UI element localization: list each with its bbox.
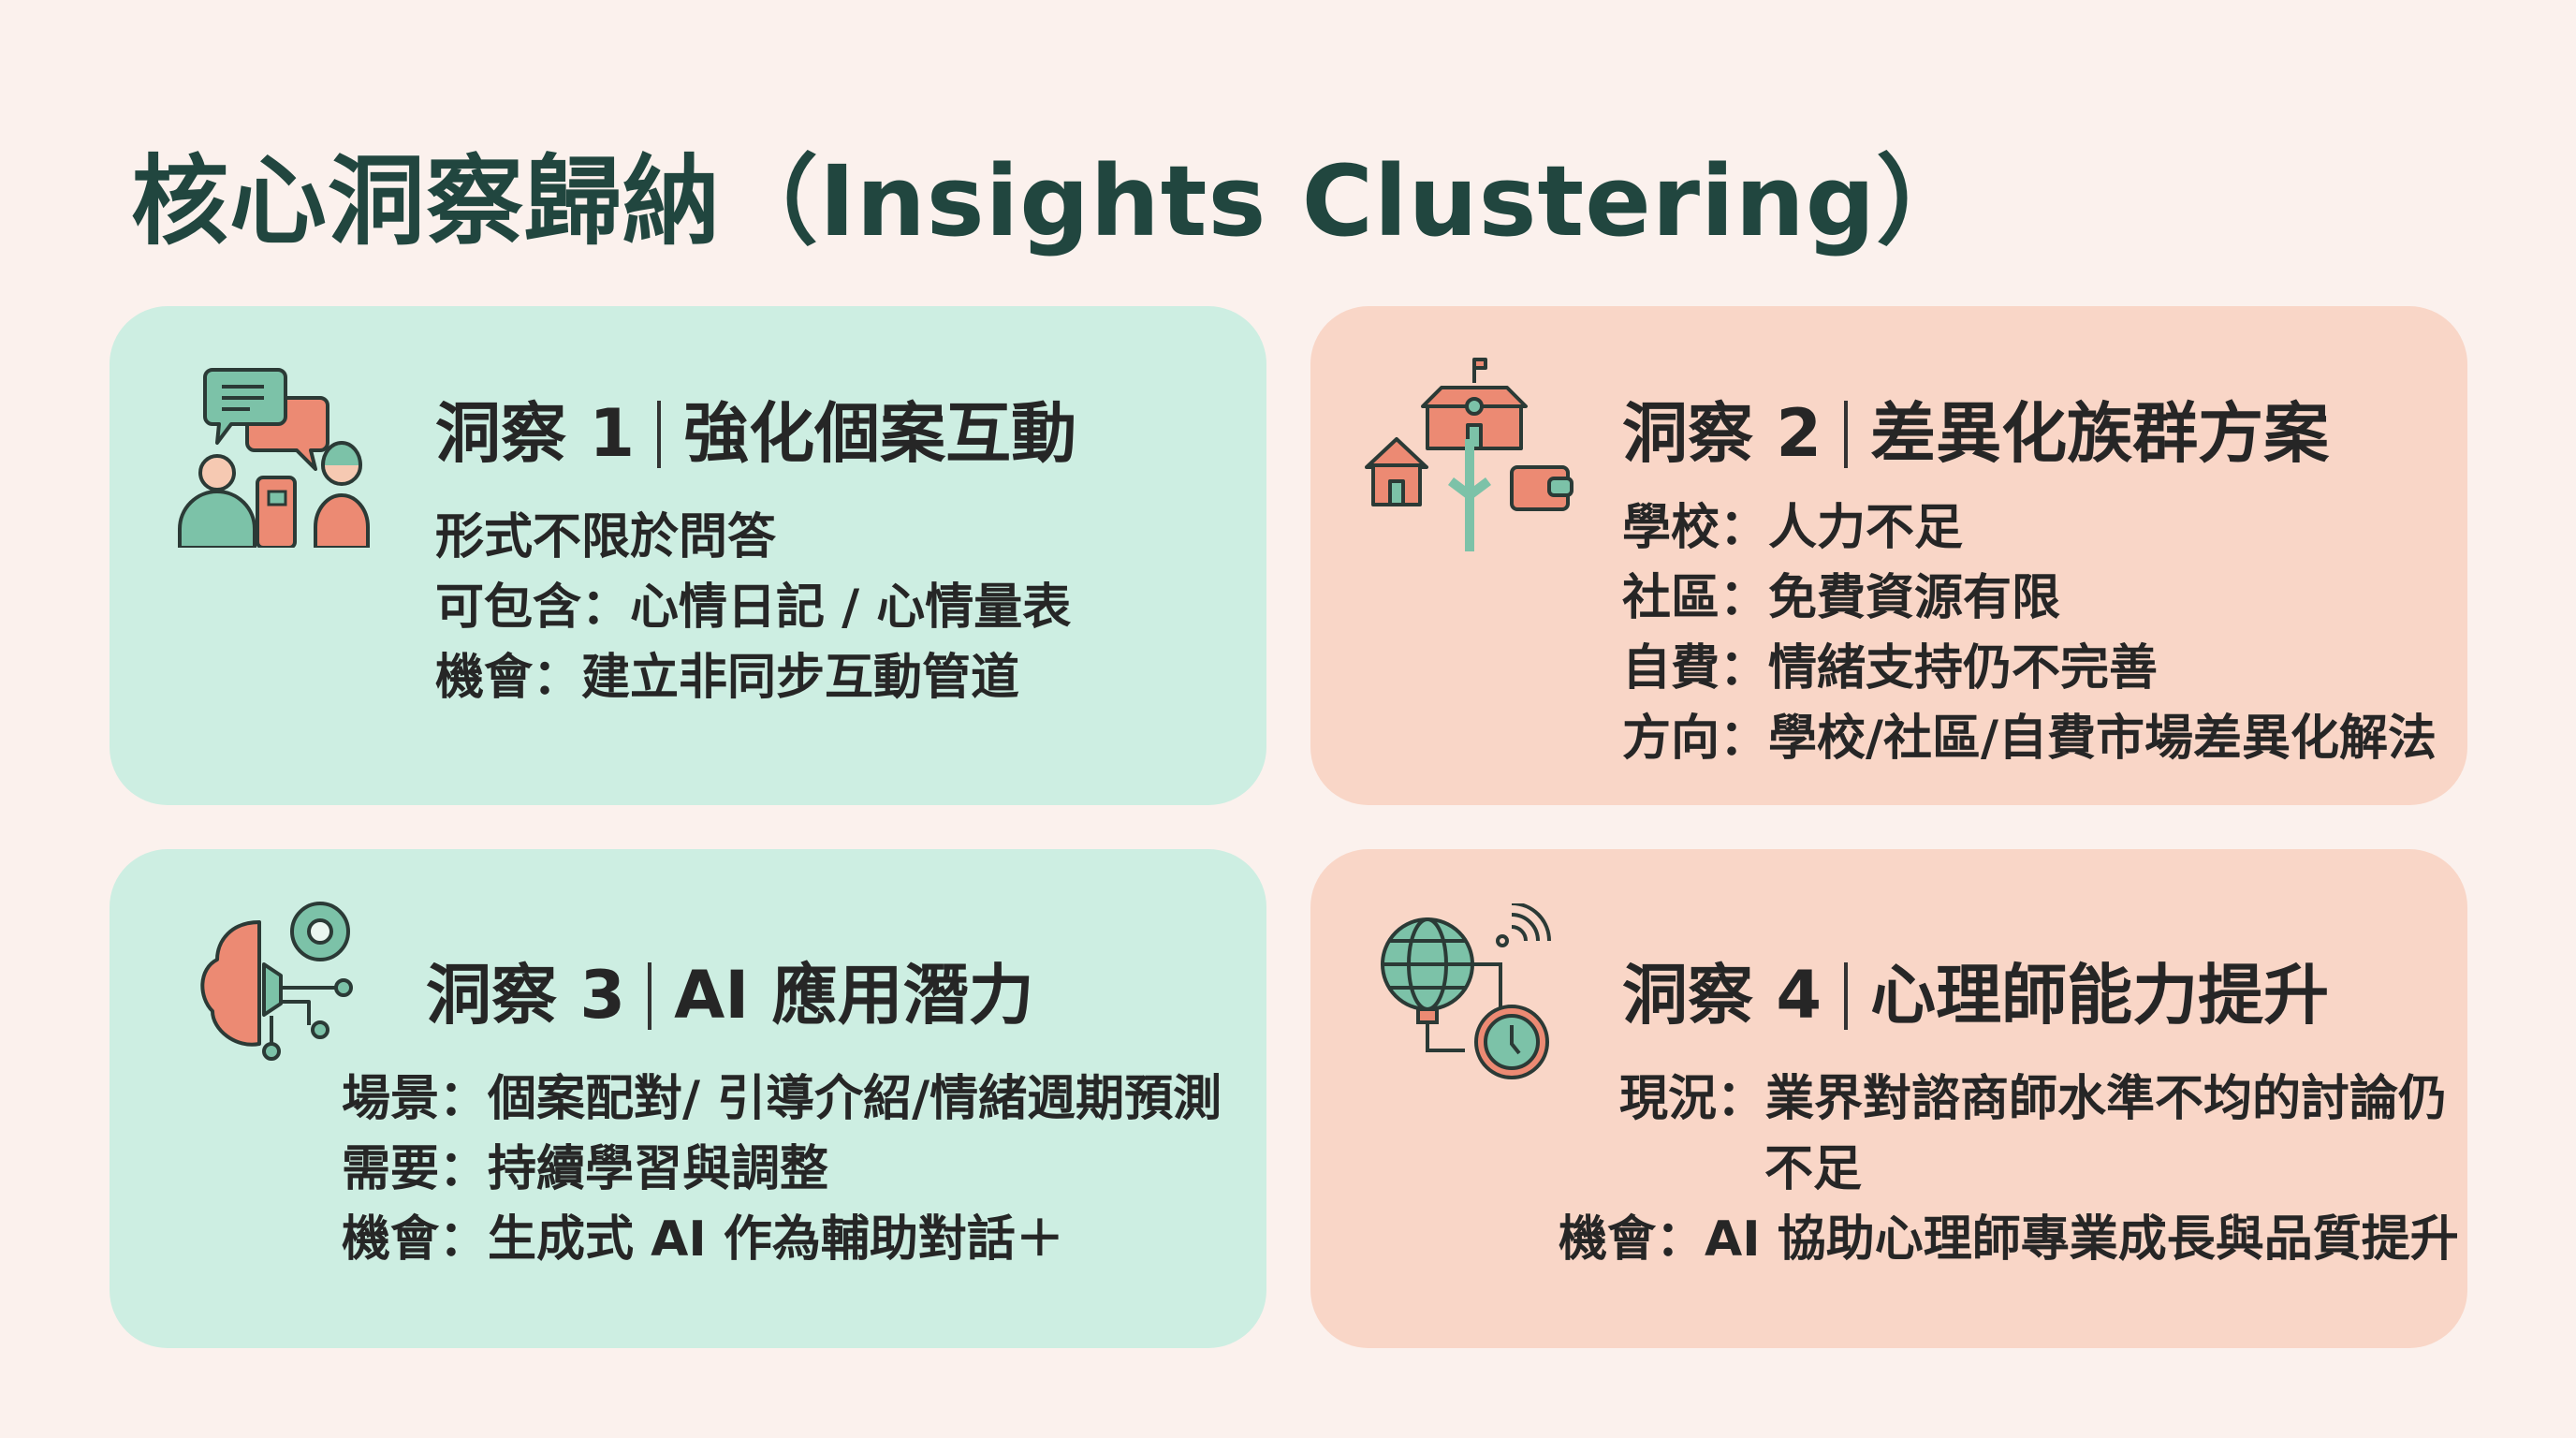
- line-text: 持續學習與調整: [488, 1141, 829, 1197]
- line-text: 形式不限於問答: [435, 509, 777, 565]
- card-heading: 洞察 4 心理師能力提升: [1622, 943, 2329, 1037]
- insight-topic: 強化個案互動: [683, 395, 1077, 472]
- line-text: 學校/社區/自費市場差異化解法: [1768, 711, 2437, 767]
- body-line: 現況：業界對諮商師水準不均的討論仍: [1619, 1064, 2447, 1135]
- line-label: 機會：: [1559, 1211, 1705, 1268]
- body-line: 需要：持續學習與調整: [342, 1135, 1222, 1205]
- card-body: 現況：業界對諮商師水準不均的討論仍 不足: [1619, 1064, 2447, 1205]
- line-label: 場景：: [342, 1071, 489, 1127]
- line-text: 人力不足: [1768, 500, 1964, 556]
- line-text: 業界對諮商師水準不均的討論仍: [1765, 1071, 2448, 1127]
- body-line: 社區：免費資源有限: [1622, 564, 2437, 634]
- line-text: 免費資源有限: [1768, 570, 2061, 626]
- line-text: 建立非同步互動管道: [581, 650, 1020, 706]
- insight-number: 洞察 2: [1622, 395, 1822, 472]
- divider: [657, 400, 662, 468]
- body-line-continuation: 不足: [1619, 1135, 2447, 1205]
- conversation-notebook-icon: [178, 368, 370, 548]
- divider: [1844, 400, 1849, 468]
- line-label: 社區：: [1622, 570, 1769, 626]
- insight-card-3: 洞察 3 AI 應用潛力 場景：個案配對/ 引導介紹/情緒週期預測 需要：持續學習…: [110, 849, 1266, 1348]
- line-text: 不足: [1764, 1141, 1863, 1197]
- card-heading: 洞察 2 差異化族群方案: [1622, 381, 2329, 476]
- line-text: 生成式 AI 作為輔助對話＋: [488, 1211, 1064, 1268]
- brain-gear-circuit-icon: [200, 902, 353, 1061]
- body-line: 可包含：心情日記 / 心情量表: [435, 573, 1071, 643]
- insight-card-2: 洞察 2 差異化族群方案 學校：人力不足 社區：免費資源有限 自費：情緒支持仍不完…: [1310, 306, 2467, 805]
- card-heading: 洞察 1 強化個案互動: [435, 381, 1076, 476]
- card-heading: 洞察 3 AI 應用潛力: [426, 943, 1034, 1037]
- insight-number: 洞察 3: [426, 957, 626, 1034]
- card-body: 機會：AI 協助心理師專業成長與品質提升: [1559, 1205, 2459, 1275]
- body-line: 機會：AI 協助心理師專業成長與品質提升: [1559, 1205, 2459, 1275]
- body-line: 機會：生成式 AI 作為輔助對話＋: [342, 1205, 1222, 1275]
- line-label: 需要：: [342, 1141, 489, 1197]
- line-text: 心情日記 / 心情量表: [630, 580, 1072, 636]
- line-label: 學校：: [1622, 500, 1769, 556]
- body-line: 方向：學校/社區/自費市場差異化解法: [1622, 704, 2437, 774]
- card-body: 學校：人力不足 社區：免費資源有限 自費：情緒支持仍不完善 方向：學校/社區/自…: [1622, 493, 2437, 774]
- line-label: 機會：: [435, 650, 582, 706]
- line-label: 機會：: [342, 1211, 489, 1268]
- body-line: 場景：個案配對/ 引導介紹/情緒週期預測: [342, 1064, 1222, 1135]
- body-line: 學校：人力不足: [1622, 493, 2437, 564]
- line-label: 方向：: [1622, 711, 1769, 767]
- body-line: 機會：建立非同步互動管道: [435, 643, 1071, 713]
- card-body: 形式不限於問答 可包含：心情日記 / 心情量表 機會：建立非同步互動管道: [435, 503, 1071, 713]
- body-line: 自費：情緒支持仍不完善: [1622, 634, 2437, 704]
- page-title: 核心洞察歸納（Insights Clustering）: [131, 144, 1975, 258]
- body-line: 形式不限於問答: [435, 503, 1071, 573]
- insight-topic: 心理師能力提升: [1870, 957, 2330, 1034]
- insight-topic: 差異化族群方案: [1870, 395, 2330, 472]
- insight-topic: AI 應用潛力: [674, 957, 1034, 1034]
- line-text: 情緒支持仍不完善: [1768, 640, 2159, 697]
- divider: [1844, 961, 1849, 1030]
- insight-number: 洞察 4: [1622, 957, 1822, 1034]
- line-text: 個案配對/ 引導介紹/情緒週期預測: [488, 1071, 1222, 1127]
- insight-card-4: 洞察 4 心理師能力提升 現況：業界對諮商師水準不均的討論仍 不足 機會：AI 協…: [1310, 849, 2467, 1348]
- globe-clock-signal-icon: [1381, 903, 1551, 1079]
- divider: [648, 961, 652, 1030]
- line-label: 可包含：: [435, 580, 631, 636]
- insight-number: 洞察 1: [435, 395, 636, 472]
- school-home-wallet-icon: [1365, 358, 1573, 551]
- line-label: 現況：: [1619, 1071, 1766, 1127]
- line-label: 自費：: [1622, 640, 1769, 697]
- insight-card-1: 洞察 1 強化個案互動 形式不限於問答 可包含：心情日記 / 心情量表 機會：建立…: [110, 306, 1266, 805]
- card-body: 場景：個案配對/ 引導介紹/情緒週期預測 需要：持續學習與調整 機會：生成式 A…: [342, 1064, 1222, 1275]
- line-text: AI 協助心理師專業成長與品質提升: [1705, 1211, 2459, 1268]
